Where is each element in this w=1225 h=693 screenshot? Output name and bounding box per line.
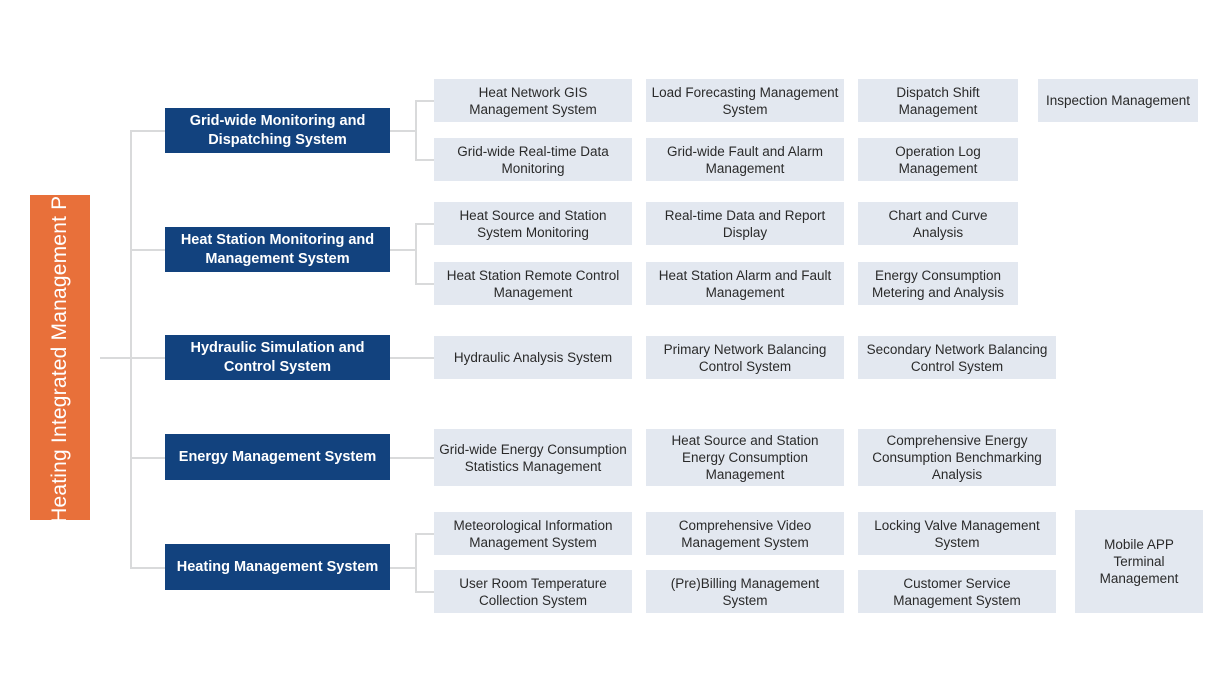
category-node-label: Grid-wide Monitoring and Dispatching Sys… — [189, 112, 366, 148]
connector-root-stub — [100, 357, 131, 359]
connector-cat1-riser — [415, 100, 417, 160]
leaf-node-label: User Room Temperature Collection System — [459, 575, 607, 608]
leaf-node[interactable]: Primary Network Balancing Control System — [646, 336, 844, 379]
leaf-node[interactable]: Meteorological Information Management Sy… — [434, 512, 632, 555]
connector-cat2-row2 — [415, 283, 435, 285]
connector-cat1-row1 — [415, 100, 435, 102]
leaf-node-label: Heat Station Remote Control Management — [446, 267, 620, 300]
connector-trunk-to-cat-3 — [130, 357, 165, 359]
leaf-node-label: Load Forecasting Management System — [651, 84, 839, 117]
leaf-node[interactable]: Customer Service Management System — [858, 570, 1056, 613]
category-node-energy-management-system[interactable]: Energy Management System — [165, 434, 390, 480]
leaf-node[interactable]: Operation Log Management — [858, 138, 1018, 181]
leaf-node[interactable]: Real-time Data and Report Display — [646, 202, 844, 245]
leaf-node[interactable]: User Room Temperature Collection System — [434, 570, 632, 613]
leaf-node[interactable]: Grid-wide Energy Consumption Statistics … — [434, 429, 632, 486]
connector-cat4-stem — [390, 457, 435, 459]
leaf-node-label: Grid-wide Fault and Alarm Management — [666, 143, 824, 176]
leaf-node-label: Chart and Curve Analysis — [888, 207, 988, 240]
leaf-node-mobile-app-terminal-management[interactable]: Mobile APP Terminal Management — [1075, 510, 1203, 613]
leaf-node-label: Heat Station Alarm and Fault Management — [658, 267, 832, 300]
leaf-node-label: Primary Network Balancing Control System — [663, 341, 827, 374]
connector-trunk — [130, 130, 132, 568]
leaf-node[interactable]: Heat Source and Station Energy Consumpti… — [646, 429, 844, 486]
connector-cat1-row2 — [415, 159, 435, 161]
leaf-node-label: Dispatch Shift Management — [896, 84, 980, 117]
connector-cat2-stem — [390, 249, 417, 251]
category-node-heating-management-system[interactable]: Heating Management System — [165, 544, 390, 590]
leaf-node[interactable]: Grid-wide Real-time Data Monitoring — [434, 138, 632, 181]
leaf-node-label: Comprehensive Video Management System — [678, 517, 812, 550]
connector-trunk-to-cat-2 — [130, 249, 165, 251]
leaf-node[interactable]: Chart and Curve Analysis — [858, 202, 1018, 245]
leaf-node[interactable]: Heat Station Remote Control Management — [434, 262, 632, 305]
leaf-node[interactable]: Inspection Management — [1038, 79, 1198, 122]
leaf-node[interactable]: Grid-wide Fault and Alarm Management — [646, 138, 844, 181]
leaf-node-label: Grid-wide Energy Consumption Statistics … — [439, 441, 627, 474]
leaf-node-label: Hydraulic Analysis System — [453, 350, 613, 365]
connector-cat2-riser — [415, 223, 417, 284]
connector-cat5-row2 — [415, 591, 435, 593]
category-node-label: Heating Management System — [176, 558, 379, 575]
leaf-node-label: Meteorological Information Management Sy… — [453, 517, 613, 550]
leaf-node-label: Heat Network GIS Management System — [469, 84, 597, 117]
leaf-node-label: Grid-wide Real-time Data Monitoring — [457, 143, 609, 176]
category-node-hydraulic-simulation-and-control-system[interactable]: Hydraulic Simulation and Control System — [165, 335, 390, 380]
leaf-node-label: Locking Valve Management System — [874, 517, 1040, 550]
leaf-node-label: Mobile APP Terminal Management — [1099, 537, 1179, 586]
connector-trunk-to-cat-5 — [130, 567, 165, 569]
leaf-node-label: Comprehensive Energy Consumption Benchma… — [872, 433, 1042, 482]
leaf-node-label: Secondary Network Balancing Control Syst… — [866, 341, 1048, 374]
leaf-node-label: Inspection Management — [1045, 93, 1191, 108]
leaf-node[interactable]: Dispatch Shift Management — [858, 79, 1018, 122]
leaf-node-label: Energy Consumption Metering and Analysis — [871, 267, 1005, 300]
connector-cat5-row1 — [415, 533, 435, 535]
category-node-label: Energy Management System — [178, 448, 377, 465]
leaf-node[interactable]: (Pre)Billing Management System — [646, 570, 844, 613]
leaf-node[interactable]: Heat Source and Station System Monitorin… — [434, 202, 632, 245]
category-node-grid-wide-monitoring-and-dispatching-system[interactable]: Grid-wide Monitoring and Dispatching Sys… — [165, 108, 390, 153]
connector-cat1-stem — [390, 130, 417, 132]
leaf-node[interactable]: Comprehensive Video Management System — [646, 512, 844, 555]
leaf-node[interactable]: Comprehensive Energy Consumption Benchma… — [858, 429, 1056, 486]
leaf-node-label: Heat Source and Station System Monitorin… — [459, 207, 607, 240]
category-node-label: Heat Station Monitoring and Management S… — [180, 231, 375, 267]
leaf-node-label: Heat Source and Station Energy Consumpti… — [671, 433, 819, 482]
leaf-node[interactable]: Hydraulic Analysis System — [434, 336, 632, 379]
connector-trunk-to-cat-4 — [130, 457, 165, 459]
leaf-node[interactable]: Energy Consumption Metering and Analysis — [858, 262, 1018, 305]
leaf-node[interactable]: Locking Valve Management System — [858, 512, 1056, 555]
category-node-label: Hydraulic Simulation and Control System — [190, 339, 365, 375]
category-node-heat-station-monitoring-and-management-system[interactable]: Heat Station Monitoring and Management S… — [165, 227, 390, 272]
leaf-node-label: Operation Log Management — [895, 143, 981, 176]
leaf-node-label: Real-time Data and Report Display — [664, 207, 826, 240]
root-node[interactable]: Smart Heating Integrated Management Plat… — [30, 130, 90, 585]
connector-cat5-stem — [390, 567, 417, 569]
leaf-node[interactable]: Heat Station Alarm and Fault Management — [646, 262, 844, 305]
connector-cat5-riser — [415, 533, 417, 592]
leaf-node[interactable]: Load Forecasting Management System — [646, 79, 844, 122]
leaf-node-label: Customer Service Management System — [893, 575, 1021, 608]
root-node-label: Smart Heating Integrated Management Plat… — [48, 129, 71, 586]
connector-cat2-row1 — [415, 223, 435, 225]
leaf-node[interactable]: Heat Network GIS Management System — [434, 79, 632, 122]
connector-cat3-stem — [390, 357, 435, 359]
leaf-node-label: (Pre)Billing Management System — [670, 575, 820, 608]
leaf-node[interactable]: Secondary Network Balancing Control Syst… — [858, 336, 1056, 379]
connector-trunk-to-cat-1 — [130, 130, 165, 132]
